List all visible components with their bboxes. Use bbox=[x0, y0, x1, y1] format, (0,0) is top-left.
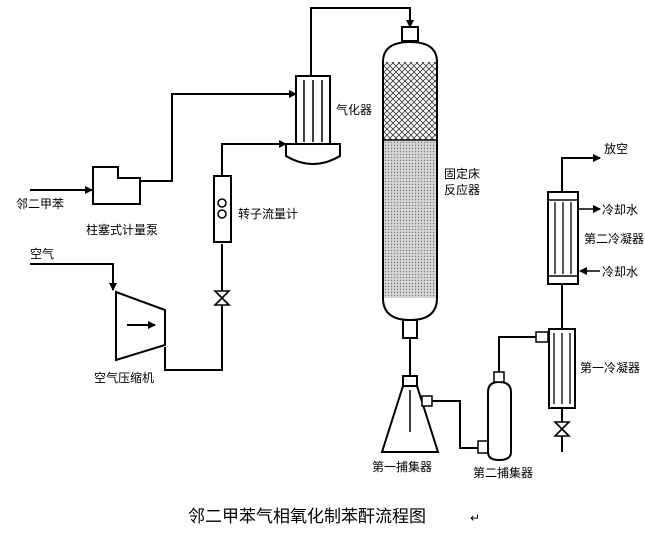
label-cooling-water-bottom: 冷却水 bbox=[602, 265, 638, 279]
vent-line bbox=[561, 154, 601, 192]
label-air: 空气 bbox=[30, 246, 54, 261]
fixed-bed-reactor bbox=[382, 26, 438, 339]
second-trap bbox=[477, 371, 512, 462]
second-condenser bbox=[547, 191, 579, 285]
air-feed-line bbox=[30, 263, 117, 291]
rotameter bbox=[213, 175, 232, 243]
label-first-condenser: 第一冷凝器 bbox=[580, 360, 640, 375]
vaporizer bbox=[285, 75, 341, 165]
label-air-compressor: 空气压缩机 bbox=[94, 370, 154, 385]
first-condenser bbox=[535, 328, 576, 409]
first-trap bbox=[380, 375, 440, 453]
label-vent: 放空 bbox=[604, 141, 628, 156]
label-o-xylene: 邻二甲苯 bbox=[16, 197, 64, 211]
valve-air-line bbox=[213, 290, 231, 306]
first-to-second-trap-line bbox=[432, 400, 478, 449]
metering-pump bbox=[92, 166, 141, 205]
compressor-to-rotameter-line bbox=[164, 244, 223, 371]
caption-return-mark: ↵ bbox=[470, 511, 480, 525]
label-reactor-line1: 固定床 bbox=[444, 166, 480, 181]
label-cooling-water-top: 冷却水 bbox=[602, 203, 638, 217]
first-condenser-drain bbox=[553, 408, 571, 452]
rotameter-to-vaporizer-line bbox=[221, 140, 287, 176]
label-rotameter: 转子流量计 bbox=[238, 206, 298, 221]
vaporizer-to-reactor-line bbox=[310, 7, 414, 76]
label-metering-pump: 柱塞式计量泵 bbox=[86, 222, 158, 237]
label-reactor-line2: 反应器 bbox=[444, 182, 480, 197]
pump-to-vaporizer-line bbox=[140, 90, 297, 182]
label-second-trap: 第二捕集器 bbox=[473, 465, 533, 480]
label-first-trap: 第一捕集器 bbox=[372, 459, 432, 474]
trap-to-condenser-line bbox=[498, 336, 536, 372]
label-vaporizer: 气化器 bbox=[336, 102, 372, 117]
diagram-caption: 邻二甲苯气相氧化制苯酐流程图 bbox=[188, 507, 426, 527]
air-compressor bbox=[115, 290, 166, 362]
label-second-condenser: 第二冷凝器 bbox=[584, 231, 644, 246]
